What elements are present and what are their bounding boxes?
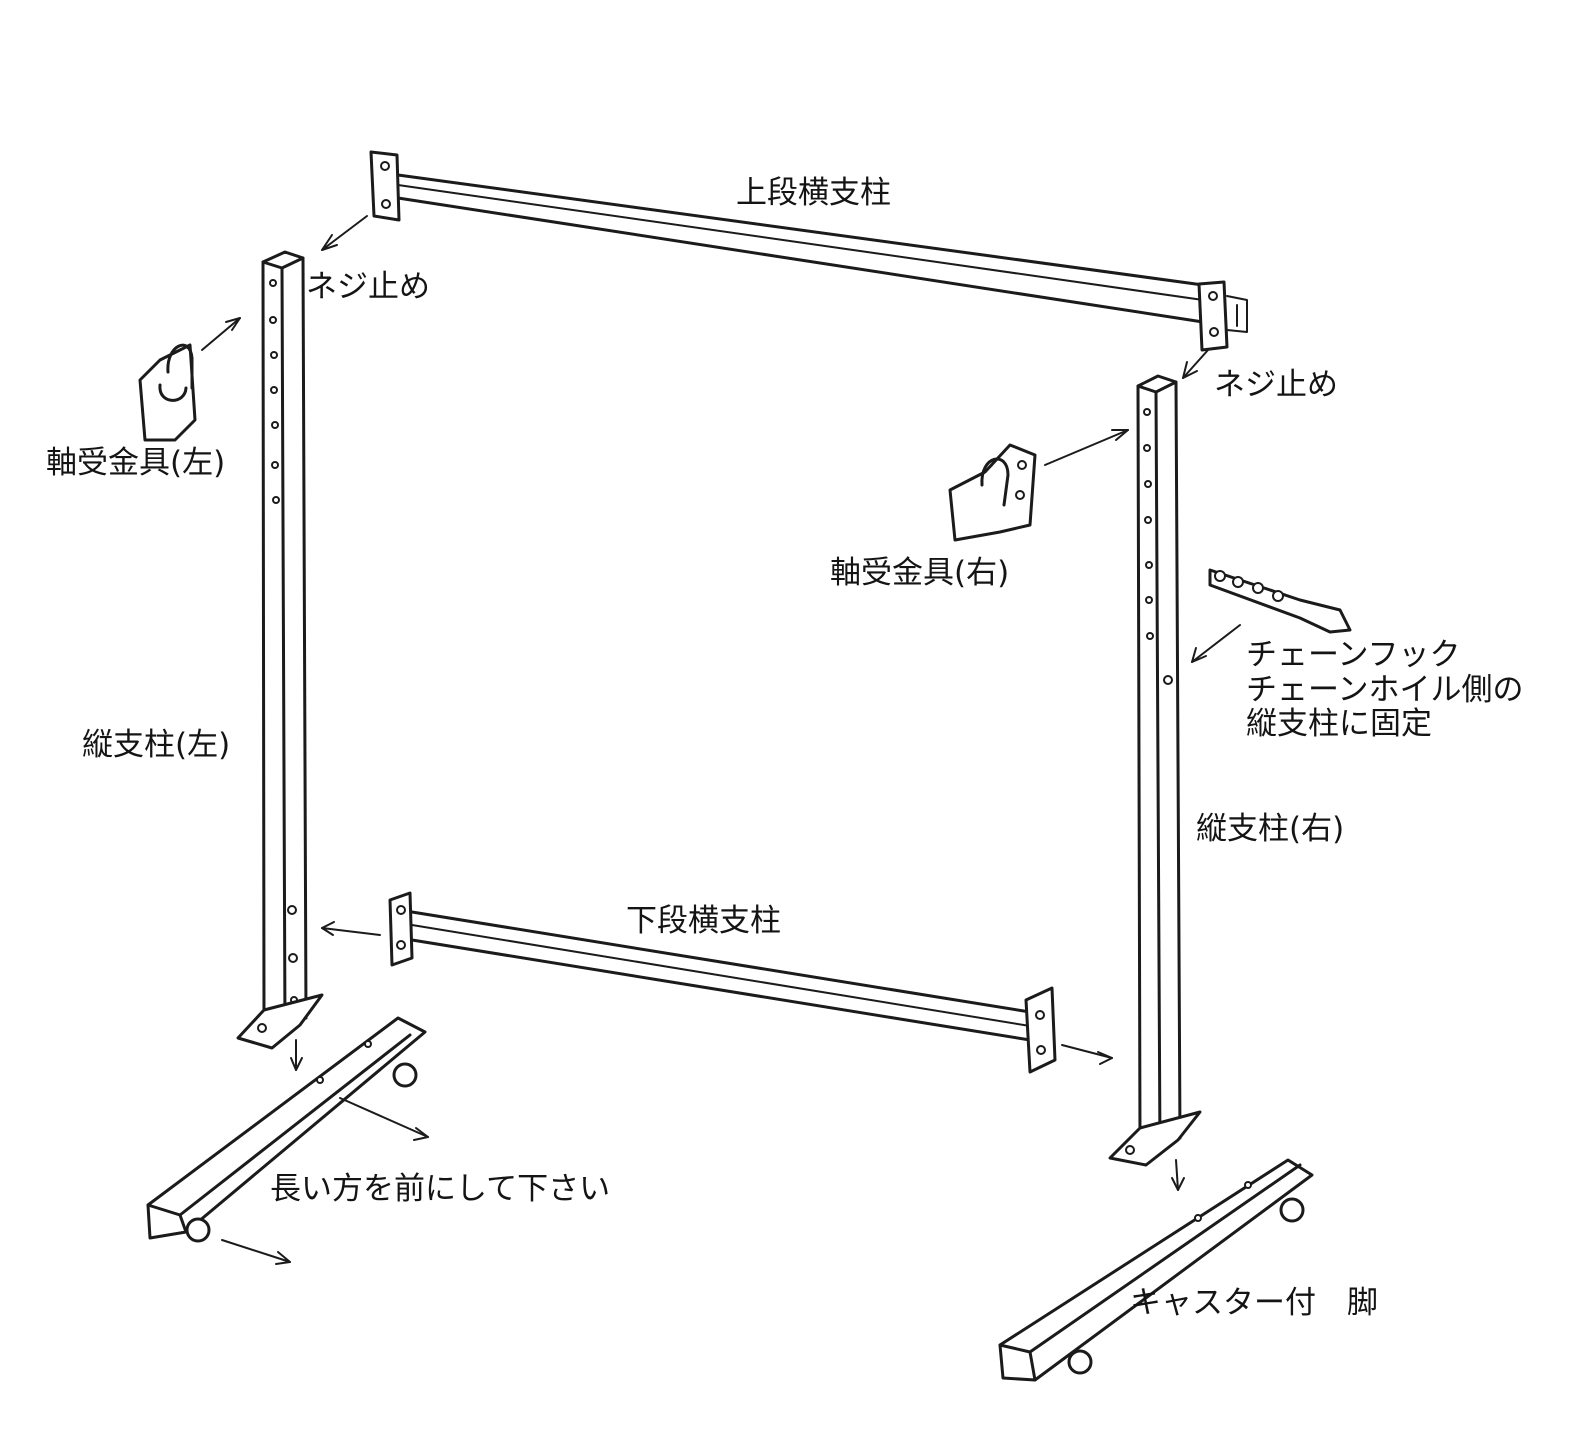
vertical-post-right [1108, 374, 1202, 1191]
chain-hook-label-line2: チェーンホイル側の [1246, 671, 1524, 708]
bearing-bracket-left [138, 317, 241, 442]
upper-crossbar-label: 上段横支柱 [736, 175, 891, 211]
chain-hook-label-line3: 縦支柱に固定 [1246, 706, 1432, 743]
bearing-bracket-right [948, 429, 1129, 542]
screw-arrow-left [321, 215, 368, 251]
lower-crossbar [321, 891, 1113, 1074]
screw-fix-right-label: ネジ止め [1214, 367, 1338, 403]
chain-hook [1191, 568, 1352, 663]
long-side-front-label: 長い方を前にして下さい [270, 1171, 611, 1207]
chain-hook-label: チェーンフック チェーンホイル側の 縦支柱に固定 [1246, 638, 1523, 742]
screw-fix-left-label: ネジ止め [306, 269, 430, 305]
caster-leg-left [146, 1016, 429, 1265]
upper-crossbar [369, 150, 1248, 352]
caster-leg-label: キャスター付 脚 [1130, 1285, 1378, 1321]
caster-leg-right [998, 1158, 1314, 1382]
lower-crossbar-label: 下段横支柱 [626, 903, 781, 939]
bearing-bracket-right-label: 軸受金具(右) [830, 555, 1010, 591]
screw-arrow-right [1182, 349, 1209, 379]
vertical-post-left [236, 250, 324, 1071]
chain-hook-label-line1: チェーンフック [1246, 637, 1461, 673]
vertical-post-right-label: 縦支柱(右) [1196, 811, 1345, 847]
vertical-post-left-label: 縦支柱(左) [82, 727, 231, 763]
bearing-bracket-left-label: 軸受金具(左) [46, 445, 226, 481]
